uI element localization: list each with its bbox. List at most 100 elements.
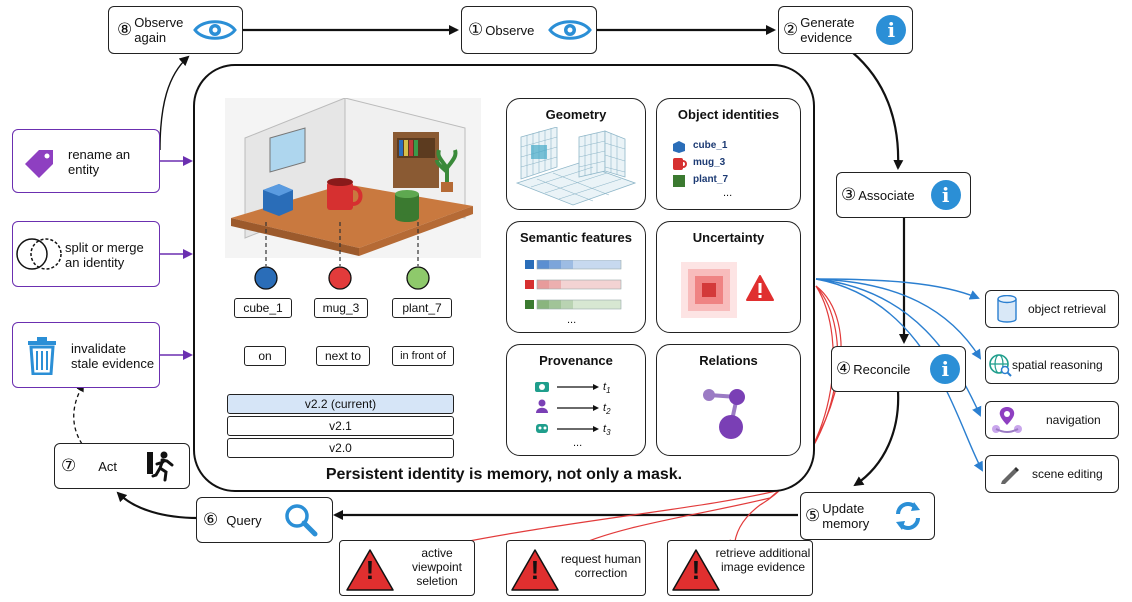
arrow-4-to-5 [853,390,900,487]
tag-icon [25,150,53,178]
step-4-number: ④ [836,359,852,378]
mug-icon [673,158,687,170]
provenance-time-3: t3 [603,423,611,438]
panel-geometry[interactable]: Geometry [506,98,646,210]
step-observe-again[interactable]: ⑧ Observe again [108,6,243,54]
map-pin-icon [992,407,1022,433]
warning-active-viewpoint-label: active viewpoint seletion [411,546,463,588]
panel-provenance-title: Provenance [539,353,613,368]
uncertainty-heatmap [681,262,737,318]
running-person-icon [147,451,174,482]
cube-icon [673,141,685,153]
eye-icon [193,20,238,40]
warning-additional-evidence-label: retrieve additional image evidence [715,546,811,574]
step-generate-evidence[interactable]: ② Generate evidence i [778,6,913,54]
info-icon: i [876,15,907,45]
edit-split-merge[interactable]: split or merge an identity [12,221,160,287]
arrow-tool-3 [815,278,982,417]
version-oldest[interactable]: v2.0 [227,438,454,458]
entity-node-mug[interactable]: mug_3 [314,298,368,318]
search-icon [284,504,318,537]
tool-object-retrieval-label: object retrieval [1028,302,1107,316]
step-4-label: Reconcile [853,361,911,377]
entity-node-plant[interactable]: plant_7 [392,298,452,318]
identity-mug: mug_3 [693,157,726,168]
panel-geometry-title: Geometry [545,107,607,122]
step-update-memory[interactable]: ⑤ Update memory [800,492,935,540]
trash-icon [28,337,56,375]
feature-vectors [525,260,622,310]
tool-spatial-reasoning[interactable]: spatial reasoning [985,346,1119,384]
step-2-number: ② [783,20,799,39]
step-7-number: ⑦ [61,456,77,475]
step-reconcile[interactable]: ④ Reconcile i [831,346,966,392]
warning-human-correction[interactable]: ! request human correction [506,540,646,596]
relation-node-on[interactable]: on [244,346,286,366]
step-7-label: Act [98,458,118,474]
step-3-label: Associate [858,187,915,203]
refresh-icon [896,502,921,530]
tool-spatial-reasoning-label: spatial reasoning [1012,358,1103,372]
version-previous[interactable]: v2.1 [227,416,454,436]
arrow-7-to-edits [73,383,84,445]
pencil-icon [1001,467,1019,484]
tool-navigation-label: navigation [1046,413,1101,427]
identity-cube: cube_1 [693,140,728,151]
step-observe[interactable]: ① Observe [461,6,597,54]
warning-additional-evidence[interactable]: ! retrieve additional image evidence [667,540,813,596]
info-icon: i [930,354,961,384]
arrow-6-to-7 [116,491,199,520]
provenance-icons [535,382,599,433]
panel-semantic-features[interactable]: Semantic features ... [506,221,646,333]
panel-relations[interactable]: Relations [656,344,801,456]
step-associate[interactable]: ③ Associate i [836,172,971,218]
warning-icon [672,549,720,591]
panel-object-identities[interactable]: Object identities cube_1 mug_3 plant_7 .… [656,98,801,210]
edit-invalidate-evidence[interactable]: invalidate stale evidence [12,322,160,388]
panel-provenance[interactable]: Provenance t1 t2 t3 ... [506,344,646,456]
memory-caption: Persistent identity is memory, not only … [325,466,683,483]
arrow-tool-2 [815,278,982,360]
warning-active-viewpoint[interactable]: ! active viewpoint seletion [339,540,475,596]
tool-object-retrieval[interactable]: object retrieval [985,290,1119,328]
entity-anchors [254,222,430,290]
step-6-number: ⑥ [203,510,219,529]
info-icon: i [930,180,961,210]
step-3-number: ③ [841,185,857,204]
provenance-time-2: t2 [603,402,611,417]
edit-invalidate-label: invalidate stale evidence [71,341,155,371]
graph-icon [703,389,745,439]
step-query[interactable]: ⑥ Query [196,497,333,543]
room-illustration [225,98,481,258]
edit-split-label: split or merge an identity [65,240,144,270]
warning-glyph: ! [530,555,540,585]
arrow-edits-to-8 [159,55,190,151]
relation-node-next-to[interactable]: next to [316,346,370,366]
warning-icon [746,275,774,301]
panel-identities-title: Object identities [677,107,780,122]
globe-search-icon [989,354,1012,377]
panel-relations-title: Relations [699,353,758,368]
relation-node-in-front-of[interactable]: in front of [392,346,454,366]
provenance-more: ... [573,437,583,449]
warning-human-correction-label: request human correction [560,552,642,580]
edit-rename-label: rename an entity [68,147,131,177]
version-current[interactable]: v2.2 (current) [227,394,454,414]
edit-rename-entity[interactable]: rename an entity [12,129,160,193]
database-icon [997,295,1017,323]
mesh-icon [515,127,637,206]
step-act[interactable]: ⑦ Act [54,443,190,489]
venn-icon [16,238,62,270]
warning-glyph: ! [365,555,375,585]
panel-uncertainty[interactable]: Uncertainty [656,221,801,333]
tool-scene-editing[interactable]: scene editing [985,455,1119,493]
step-5-number: ⑤ [805,506,821,525]
arrow-tool-1 [815,278,980,300]
entity-node-cube[interactable]: cube_1 [234,298,292,318]
tool-navigation[interactable]: navigation [985,401,1119,439]
step-5-label: Update memory [822,501,870,531]
eye-icon [548,20,593,40]
step-1-number: ① [468,20,484,39]
panel-semantic-title: Semantic features [520,230,632,245]
step-8-number: ⑧ [117,20,133,39]
